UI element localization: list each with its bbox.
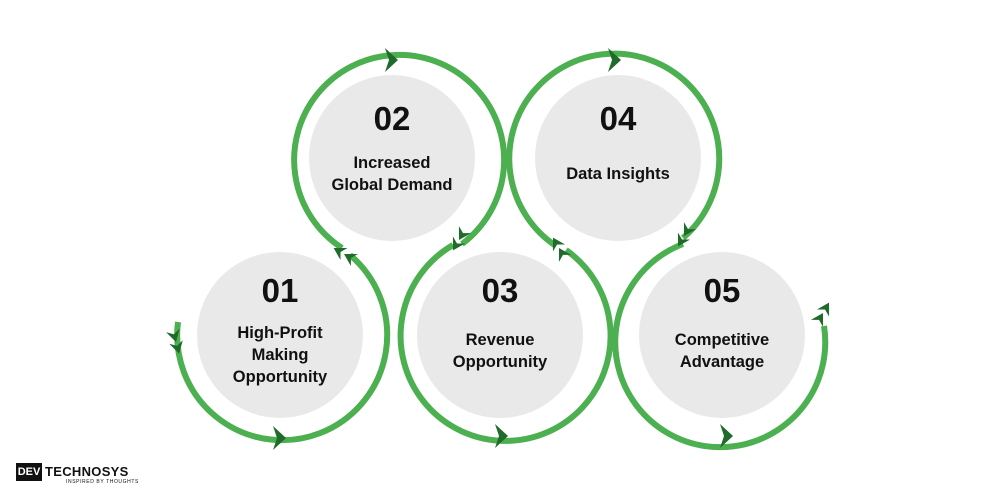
step-label-line: Opportunity xyxy=(233,368,328,386)
double-chevron-arrow-icon xyxy=(333,247,358,267)
logo-name: TECHNOSYS xyxy=(45,464,129,479)
step-label-line: Making xyxy=(252,346,309,364)
double-chevron-arrow-icon xyxy=(452,226,472,251)
chevron-arrow-icon xyxy=(273,426,286,450)
chevron-arrow-icon xyxy=(385,48,398,72)
logo-mark: DEV xyxy=(16,463,42,481)
step-number: 05 xyxy=(704,272,741,309)
ring-01 xyxy=(174,252,391,444)
step-label-line: Global Demand xyxy=(331,176,452,194)
chevron-arrow-icon xyxy=(720,424,733,448)
step-number: 02 xyxy=(374,100,411,137)
chevron-arrow-icon xyxy=(495,424,508,448)
ring-05 xyxy=(612,241,829,451)
double-chevron-arrow-icon xyxy=(810,302,830,327)
step-label-line: Competitive xyxy=(675,331,769,349)
ring-04 xyxy=(506,50,723,249)
step-number: 03 xyxy=(482,272,519,309)
step-number: 04 xyxy=(600,100,637,137)
chevron-arrow-icon xyxy=(608,48,621,72)
ring-02 xyxy=(291,51,508,251)
company-logo: DEV TECHNOSYS INSPIRED BY THOUGHTS xyxy=(16,463,146,489)
double-chevron-arrow-icon xyxy=(677,222,697,247)
double-chevron-arrow-icon xyxy=(166,328,183,354)
step-number: 01 xyxy=(262,272,299,309)
double-chevron-arrow-icon xyxy=(552,237,572,262)
step-label-line: High-Profit xyxy=(237,324,323,342)
step-label-line: Advantage xyxy=(680,353,764,371)
step-label-line: Revenue xyxy=(466,331,535,349)
step-label-line: Opportunity xyxy=(453,353,548,371)
step-label-line: Increased xyxy=(353,154,430,172)
step-label-line: Data Insights xyxy=(566,165,670,183)
logo-tagline: INSPIRED BY THOUGHTS xyxy=(66,479,139,485)
